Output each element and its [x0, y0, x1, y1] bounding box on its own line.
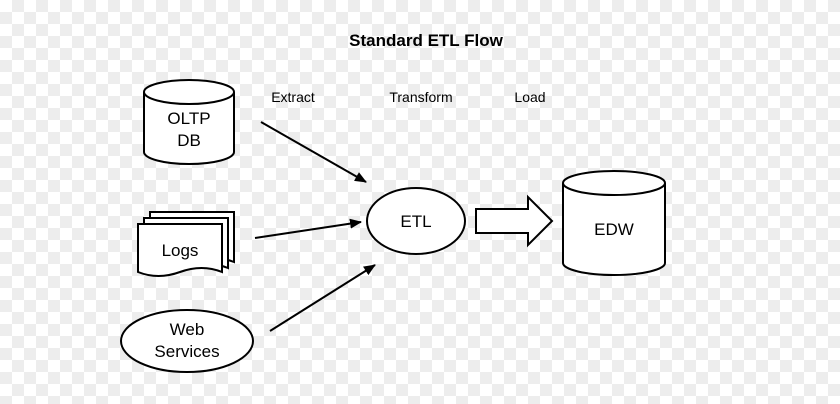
etl-label: ETL	[400, 212, 431, 231]
oltp-db-label-line2: DB	[177, 131, 201, 150]
phase-label-transform: Transform	[389, 89, 452, 105]
arrow-logs-to-etl	[254, 218, 362, 239]
edw-cylinder-body	[562, 183, 666, 276]
web-services-label-line1: Web	[170, 320, 205, 339]
oltp-db-cylinder-body	[143, 92, 235, 165]
arrow-web-to-etl	[269, 264, 376, 332]
web-services-ellipse	[120, 309, 254, 373]
phase-label-extract: Extract	[271, 89, 315, 105]
diagram-title: Standard ETL Flow	[349, 31, 503, 50]
edw-node: EDW	[562, 170, 666, 276]
web-services-label-line2: Services	[154, 342, 219, 361]
logs-page-front	[137, 223, 223, 277]
oltp-db-cylinder-top	[143, 79, 235, 105]
block-arrow-etl-to-edw	[475, 194, 554, 248]
oltp-db-node: OLTP DB	[143, 79, 235, 165]
etl-ellipse	[366, 187, 466, 255]
oltp-db-label-line1: OLTP	[167, 109, 210, 128]
edw-label: EDW	[594, 220, 634, 239]
logs-label: Logs	[162, 241, 199, 260]
arrow-oltp-to-etl	[260, 121, 367, 183]
phase-label-load: Load	[514, 89, 545, 105]
logs-node: Logs	[137, 211, 235, 277]
edw-cylinder-top	[562, 170, 666, 196]
web-services-node: Web Services	[120, 309, 254, 373]
etl-node: ETL	[366, 187, 466, 255]
